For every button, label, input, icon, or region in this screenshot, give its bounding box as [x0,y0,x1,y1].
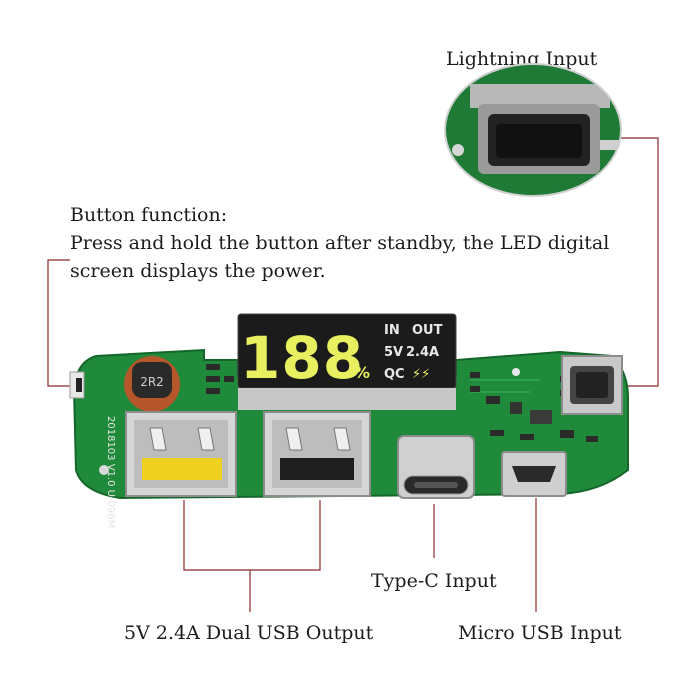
side-button [69,371,85,399]
lcd-qc-indicator: QC [384,367,405,382]
button-function-line2: screen displays the power. [70,260,326,282]
usb-a-port-1 [125,411,237,497]
lcd-fast-charge-icon: ⚡⚡ [412,367,430,382]
dual-usb-output-label: 5V 2.4A Dual USB Output [124,622,374,644]
lcd-current: 2.4A [406,345,439,360]
micro-usb-input-label: Micro USB Input [458,622,622,644]
lcd-out-indicator: OUT [412,323,443,338]
inductor: 2R2 [124,356,180,412]
button-function-line1: Press and hold the button after standby,… [70,232,610,254]
type-c-port [397,435,475,499]
lightning-port [561,355,623,415]
lcd-percentage-digits: 188 [240,324,364,392]
micro-usb-port [501,451,567,497]
lcd-display: 188 % IN OUT 5V 2.4A QC ⚡⚡ [237,313,457,410]
inductor-marking: 2R2 [140,375,164,389]
board-code-silkscreen: 2018103 V1.0 U-096M [105,416,116,528]
lightning-input-label: Lightning Input [446,48,598,70]
button-function-title: Button function: [70,204,228,226]
lightning-zoom-circle [444,63,622,197]
lcd-percent-sign: % [354,363,370,382]
leader-lines [47,137,659,612]
lcd-voltage: 5V [384,345,403,360]
usb-a-port-2 [263,411,371,497]
type-c-input-label: Type-C Input [371,570,497,592]
lcd-in-indicator: IN [384,323,400,338]
